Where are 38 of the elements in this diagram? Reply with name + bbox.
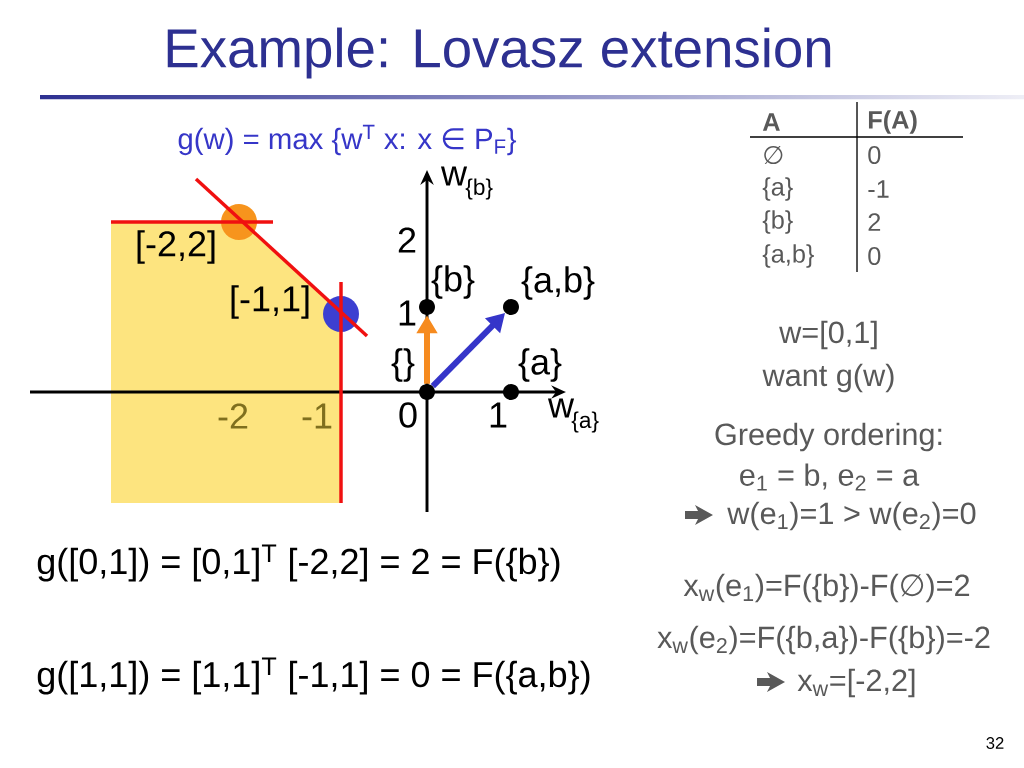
vertex-label: [-2,2]	[137, 230, 215, 264]
table-entry: -1	[868, 180, 889, 198]
note: x$_{w}$(e$_{2}$)=F({b,a})-F({b})=-2	[657, 625, 990, 655]
slide-title: Example: Lovasz extension	[167, 27, 831, 79]
vertex-label: [-1,1]	[231, 285, 309, 319]
note: w(e$_{1}$)=1 > w(e$_{2}$)=0	[727, 501, 976, 531]
axis-subscript: {b}	[465, 178, 493, 200]
point-label: {}	[391, 348, 415, 382]
arrow	[430, 313, 505, 389]
point-label: {b}	[431, 265, 475, 299]
table-entry: 2	[868, 213, 881, 231]
axis-label: w	[440, 166, 468, 186]
tick-label: 0	[399, 402, 417, 428]
column-header: F(A)	[868, 110, 917, 134]
tick-label: -1	[302, 403, 332, 429]
table-entry: {a,b}	[762, 244, 814, 268]
table-entry: 0	[868, 146, 881, 164]
note: Greedy ordering:	[715, 422, 942, 452]
formula: g(w) = max {w$^{T}$ x: x ∈ P$_{F}$}	[178, 124, 517, 156]
equation: g([0,1]) = [0,1]$^{T}$ [-2,2] = 2 = F({b})	[37, 544, 560, 582]
point-label: {a,b}	[521, 266, 595, 300]
equation: g([1,1]) = [1,1]$^{T}$ [-1,1] = 0 = F({a,b})	[37, 657, 590, 695]
point-label: {a}	[518, 348, 562, 382]
note: want g(w)	[762, 363, 894, 393]
page-number: 32	[986, 737, 1004, 749]
column-header: A	[762, 113, 780, 131]
note: x$_{w}$=[-2,2]	[797, 668, 915, 698]
note: e$_{1}$ = b, e$_{2}$ = a	[740, 463, 920, 491]
table-entry: ∅	[764, 145, 783, 165]
note: x$_{w}$(e$_{1}$)=F({b})-F(∅)=2	[683, 573, 970, 603]
tick-label: 1	[399, 300, 416, 326]
table-entry: 0	[868, 247, 881, 265]
table-entry: {b}	[762, 210, 793, 234]
tick-label: 1	[490, 402, 507, 428]
tick-label: -2	[218, 403, 248, 429]
table-entry: {a}	[762, 177, 793, 201]
note: w=[0,1]	[779, 320, 877, 350]
tick-label: 2	[398, 227, 416, 253]
